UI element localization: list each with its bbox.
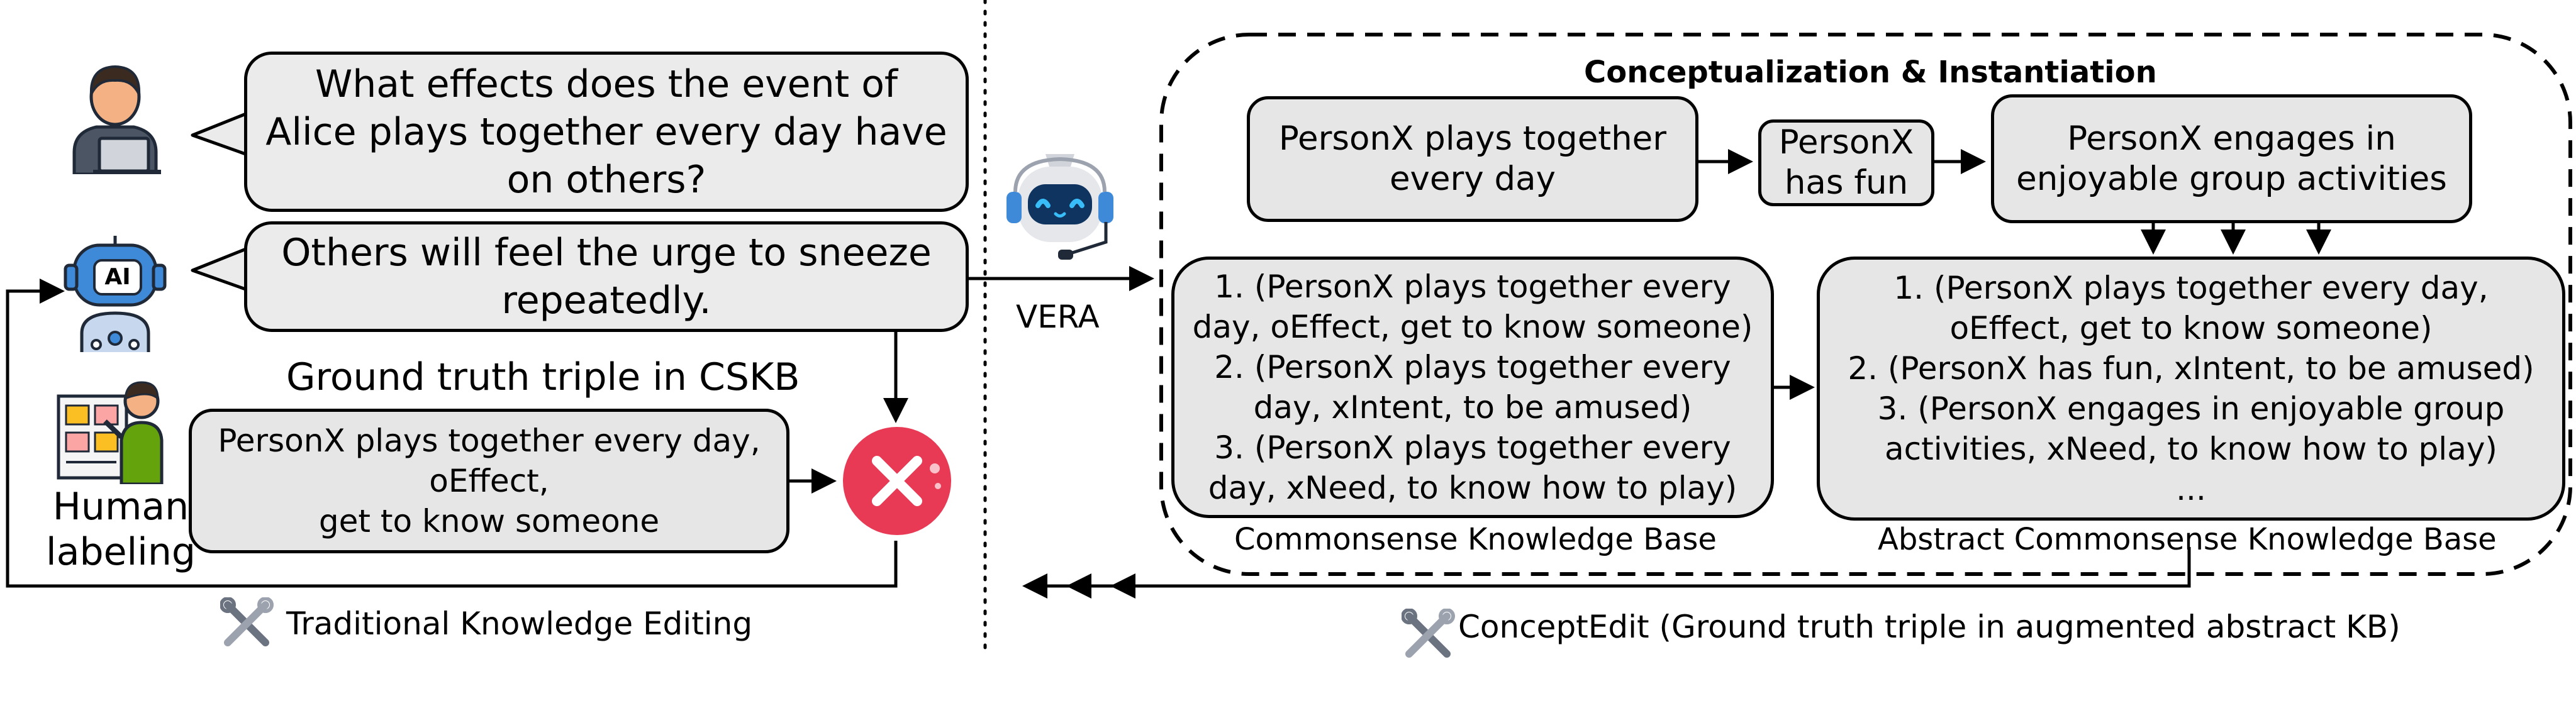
cskb-line-5: 3. (PersonX plays together every xyxy=(1214,429,1731,466)
cskb-line-2: day, oEffect, get to know someone) xyxy=(1192,309,1753,345)
answer-bubble-tail xyxy=(191,246,250,292)
abstract-line-1: 1. (PersonX plays together every day, xyxy=(1893,270,2489,306)
top-box-3-line-2: enjoyable group activities xyxy=(2016,159,2447,198)
cskb-box: 1. (PersonX plays together every day, oE… xyxy=(1171,257,1774,518)
concept-title: Conceptualization & Instantiation xyxy=(1584,55,2157,90)
triple-line-3: get to know someone xyxy=(318,503,660,539)
right-footer-label: ConceptEdit (Ground truth triple in augm… xyxy=(1458,609,2400,645)
ai-badge: AI xyxy=(93,259,142,296)
question-bubble-tail xyxy=(191,111,250,157)
reject-x-icon xyxy=(843,427,951,535)
top-box-2-line-1: PersonX xyxy=(1778,123,1914,162)
top-box-2-line-2: has fun xyxy=(1784,163,1909,202)
top-box-1-line-2: every day xyxy=(1389,160,1556,198)
question-line-1: What effects does the event of xyxy=(315,62,898,106)
top-box-concept: PersonX has fun xyxy=(1758,119,1934,206)
question-line-2: Alice plays together every day have xyxy=(265,109,947,154)
answer-bubble: Others will feel the urge to sneeze repe… xyxy=(244,221,969,332)
human-labeling-label: Human labeling xyxy=(45,484,196,575)
cskb-line-4: day, xIntent, to be amused) xyxy=(1253,389,1692,426)
abstract-line-2: oEffect, get to know someone) xyxy=(1949,310,2433,346)
feedback-loop-right xyxy=(1032,547,2191,588)
top-box-event: PersonX plays together every day xyxy=(1247,96,1698,222)
abstract-line-4: 3. (PersonX engages in enjoyable group xyxy=(1877,390,2505,427)
abstract-kb-box: 1. (PersonX plays together every day, oE… xyxy=(1817,257,2565,521)
feedback-loop-left xyxy=(6,279,898,588)
question-bubble: What effects does the event of Alice pla… xyxy=(244,52,969,212)
abstract-line-6: ... xyxy=(2176,471,2206,507)
answer-line-2: repeatedly. xyxy=(501,279,711,323)
abstract-line-3: 2. (PersonX has fun, xIntent, to be amus… xyxy=(1848,350,2534,387)
cskb-label: Commonsense Knowledge Base xyxy=(1234,522,1717,557)
left-footer-label: Traditional Knowledge Editing xyxy=(286,605,753,642)
tools-icon-right xyxy=(1402,609,1455,658)
person-laptop-icon xyxy=(72,65,161,174)
top-box-3-line-1: PersonX engages in xyxy=(2067,119,2396,158)
ai-robot-icon: AI xyxy=(62,233,169,352)
vera-label: VERA xyxy=(1016,299,1100,335)
concept-container xyxy=(1159,33,2572,576)
top-box-instantiation: PersonX engages in enjoyable group activ… xyxy=(1991,94,2472,223)
triple-line-2: oEffect, xyxy=(429,463,549,499)
human-label-line-1: Human xyxy=(52,485,189,529)
ground-truth-triple-box: PersonX plays together every day, oEffec… xyxy=(189,409,789,553)
tools-icon xyxy=(220,597,274,646)
question-line-3: on others? xyxy=(506,157,706,202)
triple-arrow-3 xyxy=(1110,573,1135,599)
top-box-1-line-1: PersonX plays together xyxy=(1278,119,1667,158)
cskb-line-3: 2. (PersonX plays together every xyxy=(1214,349,1731,385)
vera-robot-icon xyxy=(1006,154,1113,260)
cskb-line-6: day, xNeed, to know how to play) xyxy=(1208,470,1737,506)
triple-line-1: PersonX plays together every day, xyxy=(218,423,761,459)
abstract-kb-label: Abstract Commonsense Knowledge Base xyxy=(1878,522,2497,557)
ground-truth-title: Ground truth triple in CSKB xyxy=(286,355,800,399)
human-labeler-icon xyxy=(57,381,164,484)
cskb-line-1: 1. (PersonX plays together every xyxy=(1214,268,1731,305)
human-label-line-2: labeling xyxy=(46,530,196,574)
answer-line-1: Others will feel the urge to sneeze xyxy=(281,231,932,275)
triple-arrow-1 xyxy=(1022,573,1047,599)
abstract-line-5: activities, xNeed, to know how to play) xyxy=(1885,431,2497,467)
triple-arrow-2 xyxy=(1066,573,1091,599)
